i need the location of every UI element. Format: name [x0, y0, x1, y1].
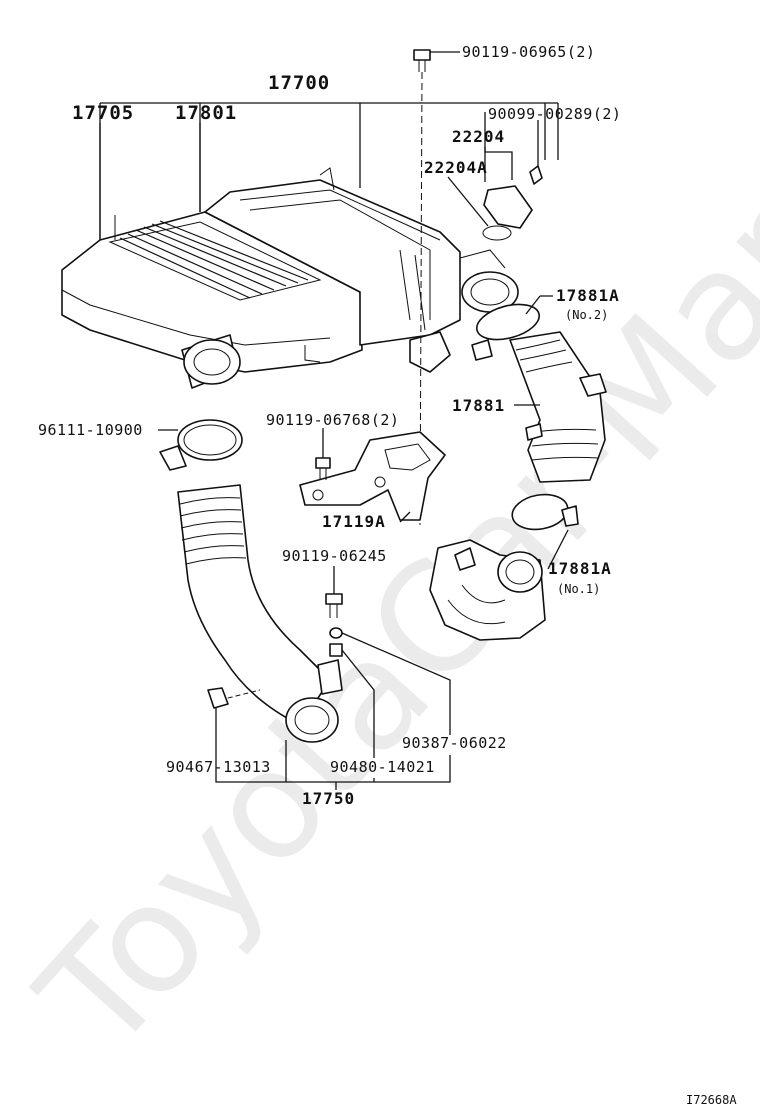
watermark-text: ToyotaCar-Mart.ru	[7, 0, 760, 1085]
intake-hose-17750[interactable]	[177, 484, 343, 743]
label-90099-00289: 90099-00289(2)	[488, 105, 621, 123]
label-90387-06022: 90387-06022	[402, 734, 507, 752]
leader-lines	[99, 51, 569, 790]
label-17801: 17801	[175, 102, 237, 124]
label-90467-13013: 90467-13013	[166, 758, 271, 776]
air-cleaner-case-cover[interactable]	[61, 167, 519, 389]
label-90480-14021: 90480-14021	[330, 758, 435, 776]
label-90119-06245: 90119-06245	[282, 547, 387, 565]
mass-air-flow-meter[interactable]	[482, 165, 543, 241]
hose-clamp-no1[interactable]	[509, 490, 579, 533]
label-no2: (No.2)	[565, 308, 608, 322]
bolt-90119-06768[interactable]	[315, 457, 331, 480]
label-22204: 22204	[452, 127, 505, 146]
air-hose-17881[interactable]	[509, 331, 607, 483]
grommet-90480-14021[interactable]	[329, 643, 343, 657]
label-22204A: 22204A	[424, 158, 488, 177]
bolt-90119-06245[interactable]	[325, 593, 343, 618]
hose-clamp-96111-10900[interactable]	[159, 419, 243, 471]
label-90119-06965: 90119-06965(2)	[462, 43, 595, 61]
label-96111-10900: 96111-10900	[38, 421, 143, 439]
label-17881A-no2: 17881A	[556, 286, 620, 305]
label-90119-06768: 90119-06768(2)	[266, 411, 399, 429]
collar-90387-06022[interactable]	[329, 627, 343, 639]
clip-90467-13013[interactable]	[207, 687, 229, 709]
figure-code: I72668A	[686, 1093, 737, 1107]
label-17119A: 17119A	[322, 512, 386, 531]
bolt-90119-06965[interactable]	[413, 49, 431, 72]
label-17750: 17750	[302, 789, 355, 808]
bracket-17119A[interactable]	[299, 431, 446, 521]
throttle-body[interactable]	[429, 539, 546, 641]
hose-clamp-no2[interactable]	[471, 298, 543, 361]
label-17705: 17705	[72, 102, 134, 124]
label-no1: (No.1)	[557, 582, 600, 596]
label-17700: 17700	[268, 72, 330, 94]
label-17881A-no1: 17881A	[548, 559, 612, 578]
label-17881: 17881	[452, 396, 505, 415]
